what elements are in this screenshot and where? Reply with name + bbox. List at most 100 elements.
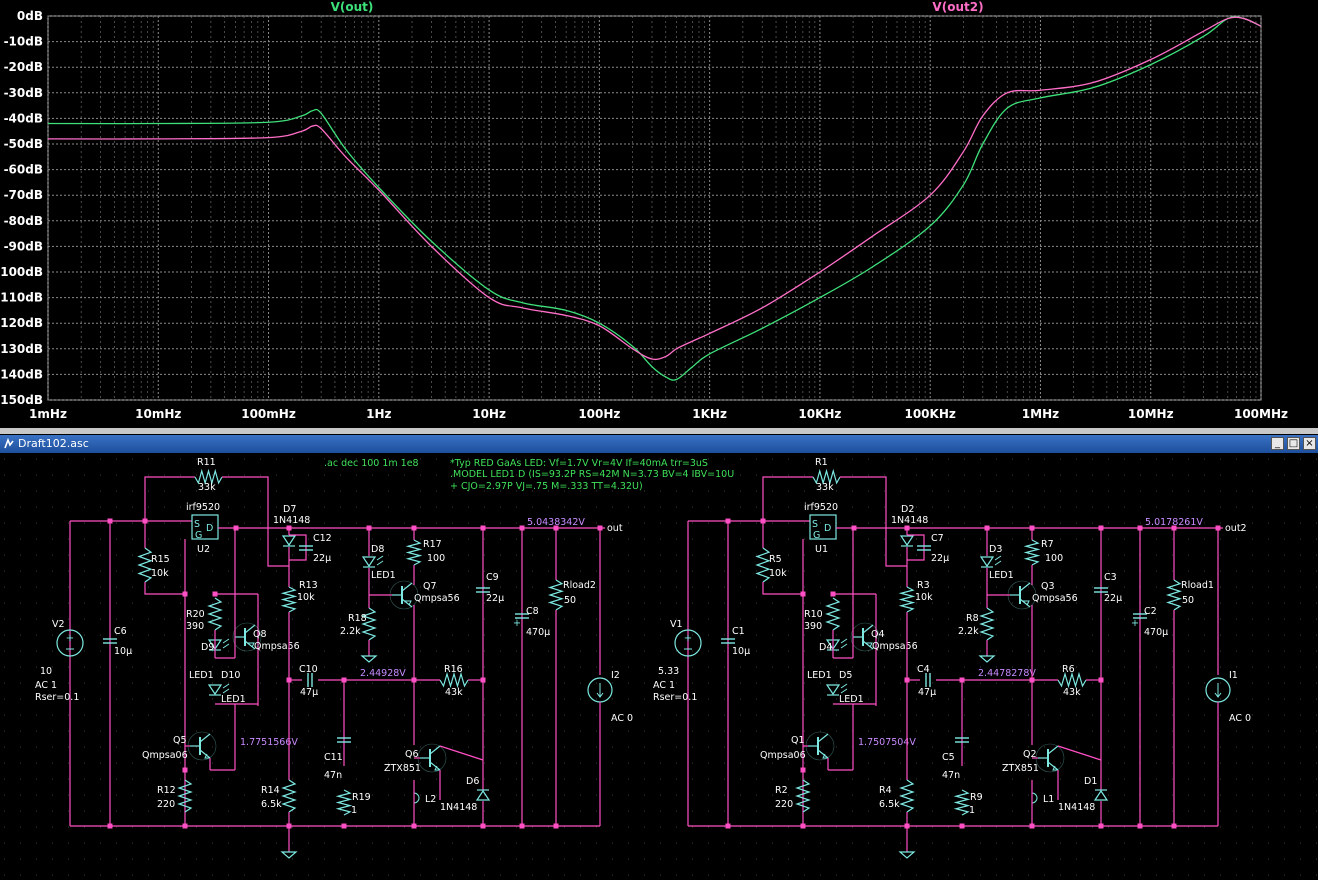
spice-model-line[interactable]: .MODEL LED1 D (IS=93.2P RS=42M N=3.73 BV… <box>450 469 734 480</box>
component-label: 50 <box>1182 595 1194 606</box>
resistor-symbol[interactable] <box>795 779 811 813</box>
component-label: C12 <box>313 533 332 544</box>
close-button[interactable]: × <box>1303 437 1316 450</box>
component-label: D1 <box>1084 776 1097 787</box>
minimize-button[interactable]: _ <box>1271 437 1284 450</box>
capacitor-symbol[interactable] <box>925 673 931 687</box>
resistor-symbol[interactable] <box>1057 671 1087 689</box>
schematic-window-titlebar[interactable]: Draft102.asc _ □ × <box>0 435 1318 453</box>
spice-directive[interactable]: .ac dec 100 1m 1e8 <box>324 458 419 469</box>
diode-symbol[interactable] <box>281 535 297 547</box>
resistor-symbol[interactable] <box>335 789 353 816</box>
voltage-source-symbol[interactable]: + <box>674 629 702 657</box>
resistor-symbol[interactable] <box>1023 539 1041 566</box>
inductor-symbol[interactable] <box>413 792 420 804</box>
spice-model-line[interactable]: + CJO=2.97P VJ=.75 M=.333 TT=4.32U) <box>450 481 643 492</box>
y-tick-label: -140dB <box>0 367 43 381</box>
capacitor-symbol[interactable] <box>103 638 117 644</box>
transistor-symbol[interactable] <box>1035 743 1065 773</box>
resistor-symbol[interactable] <box>137 547 153 583</box>
mosfet-symbol[interactable] <box>191 514 219 540</box>
capacitor-symbol[interactable] <box>515 613 529 619</box>
transistor-symbol[interactable] <box>805 731 835 761</box>
capacitor-symbol[interactable] <box>955 737 969 743</box>
diode-symbol[interactable] <box>825 684 841 696</box>
resistor-symbol[interactable] <box>898 586 916 613</box>
capacitor-symbol[interactable] <box>721 638 735 644</box>
diode-symbol[interactable] <box>361 556 377 568</box>
capacitor-symbol[interactable] <box>337 737 351 743</box>
trace-name-label[interactable]: V(out) <box>331 0 374 14</box>
component-label: D5 <box>839 670 852 681</box>
spice-comment[interactable]: *Typ RED GaAs LED: Vf=1.7V Vr=4V If=40mA… <box>450 458 708 469</box>
component-label: irf9520 <box>186 502 220 513</box>
resistor-symbol[interactable] <box>194 468 223 486</box>
component-label: 1N4148 <box>440 802 477 813</box>
resistor-symbol[interactable] <box>207 597 223 631</box>
waveform-plot-pane[interactable]: 0dB-10dB-20dB-30dB-40dB-50dB-60dB-70dB-8… <box>0 0 1318 428</box>
component-label: D9 <box>201 642 214 653</box>
node-voltage-label: 5.0438342V <box>527 517 585 528</box>
plot-area[interactable] <box>47 15 1262 401</box>
diode-symbol[interactable] <box>979 556 995 568</box>
capacitor-symbol[interactable] <box>1133 613 1147 619</box>
transistor-symbol[interactable] <box>187 731 217 761</box>
component-label: 43k <box>1063 687 1081 698</box>
component-label: 1N4148 <box>273 515 310 526</box>
resistor-symbol[interactable] <box>1165 579 1183 611</box>
component-label: Q1 <box>791 735 805 746</box>
bode-plot[interactable]: 0dB-10dB-20dB-30dB-40dB-50dB-60dB-70dB-8… <box>0 0 1318 428</box>
inductor-symbol[interactable] <box>1031 792 1038 804</box>
trace-line[interactable] <box>47 16 1262 361</box>
pane-divider[interactable] <box>0 428 1318 434</box>
transistor-symbol[interactable] <box>232 622 262 652</box>
component-label: 10k <box>297 592 315 603</box>
diode-symbol[interactable] <box>1093 789 1109 801</box>
pin-label: G <box>813 530 820 541</box>
wire-junction <box>286 677 292 683</box>
diode-symbol[interactable] <box>207 684 223 696</box>
resistor-symbol[interactable] <box>953 789 971 816</box>
voltage-source-symbol[interactable]: + <box>56 629 84 657</box>
transistor-symbol[interactable] <box>1007 580 1037 610</box>
component-label: 1N4148 <box>891 515 928 526</box>
trace-line[interactable] <box>47 16 1262 381</box>
resistor-symbol[interactable] <box>979 607 995 641</box>
capacitor-symbol[interactable] <box>917 545 931 551</box>
mosfet-symbol[interactable] <box>809 514 837 540</box>
y-tick-label: -80dB <box>4 214 43 228</box>
capacitor-symbol[interactable] <box>307 673 313 687</box>
resistor-symbol[interactable] <box>405 539 423 566</box>
ground-symbol <box>360 655 378 663</box>
resistor-symbol[interactable] <box>899 779 915 813</box>
resistor-symbol[interactable] <box>281 779 297 813</box>
resistor-symbol[interactable] <box>812 468 841 486</box>
resistor-symbol[interactable] <box>280 586 298 613</box>
resistor-symbol[interactable] <box>825 597 841 631</box>
capacitor-symbol[interactable] <box>1094 587 1108 593</box>
trace-name-label[interactable]: V(out2) <box>932 0 983 14</box>
transistor-symbol[interactable] <box>850 622 880 652</box>
diode-symbol[interactable] <box>899 535 915 547</box>
resistor-symbol[interactable] <box>439 671 469 689</box>
resistor-symbol[interactable] <box>361 607 377 641</box>
component-label: C1 <box>732 626 745 637</box>
resistor-symbol[interactable] <box>755 547 771 583</box>
capacitor-symbol[interactable] <box>476 587 490 593</box>
transistor-symbol[interactable] <box>417 743 447 773</box>
current-source-symbol[interactable] <box>587 677 613 703</box>
maximize-button[interactable]: □ <box>1287 437 1300 450</box>
component-label: R14 <box>261 785 280 796</box>
capacitor-symbol[interactable] <box>299 545 313 551</box>
diode-symbol[interactable] <box>475 789 491 801</box>
resistor-symbol[interactable] <box>177 779 193 813</box>
component-label: R8 <box>966 613 979 624</box>
wire-junction <box>553 525 559 531</box>
resistor-symbol[interactable] <box>547 579 565 611</box>
y-tick-label: -20dB <box>4 60 43 74</box>
current-source-symbol[interactable] <box>1205 677 1231 703</box>
